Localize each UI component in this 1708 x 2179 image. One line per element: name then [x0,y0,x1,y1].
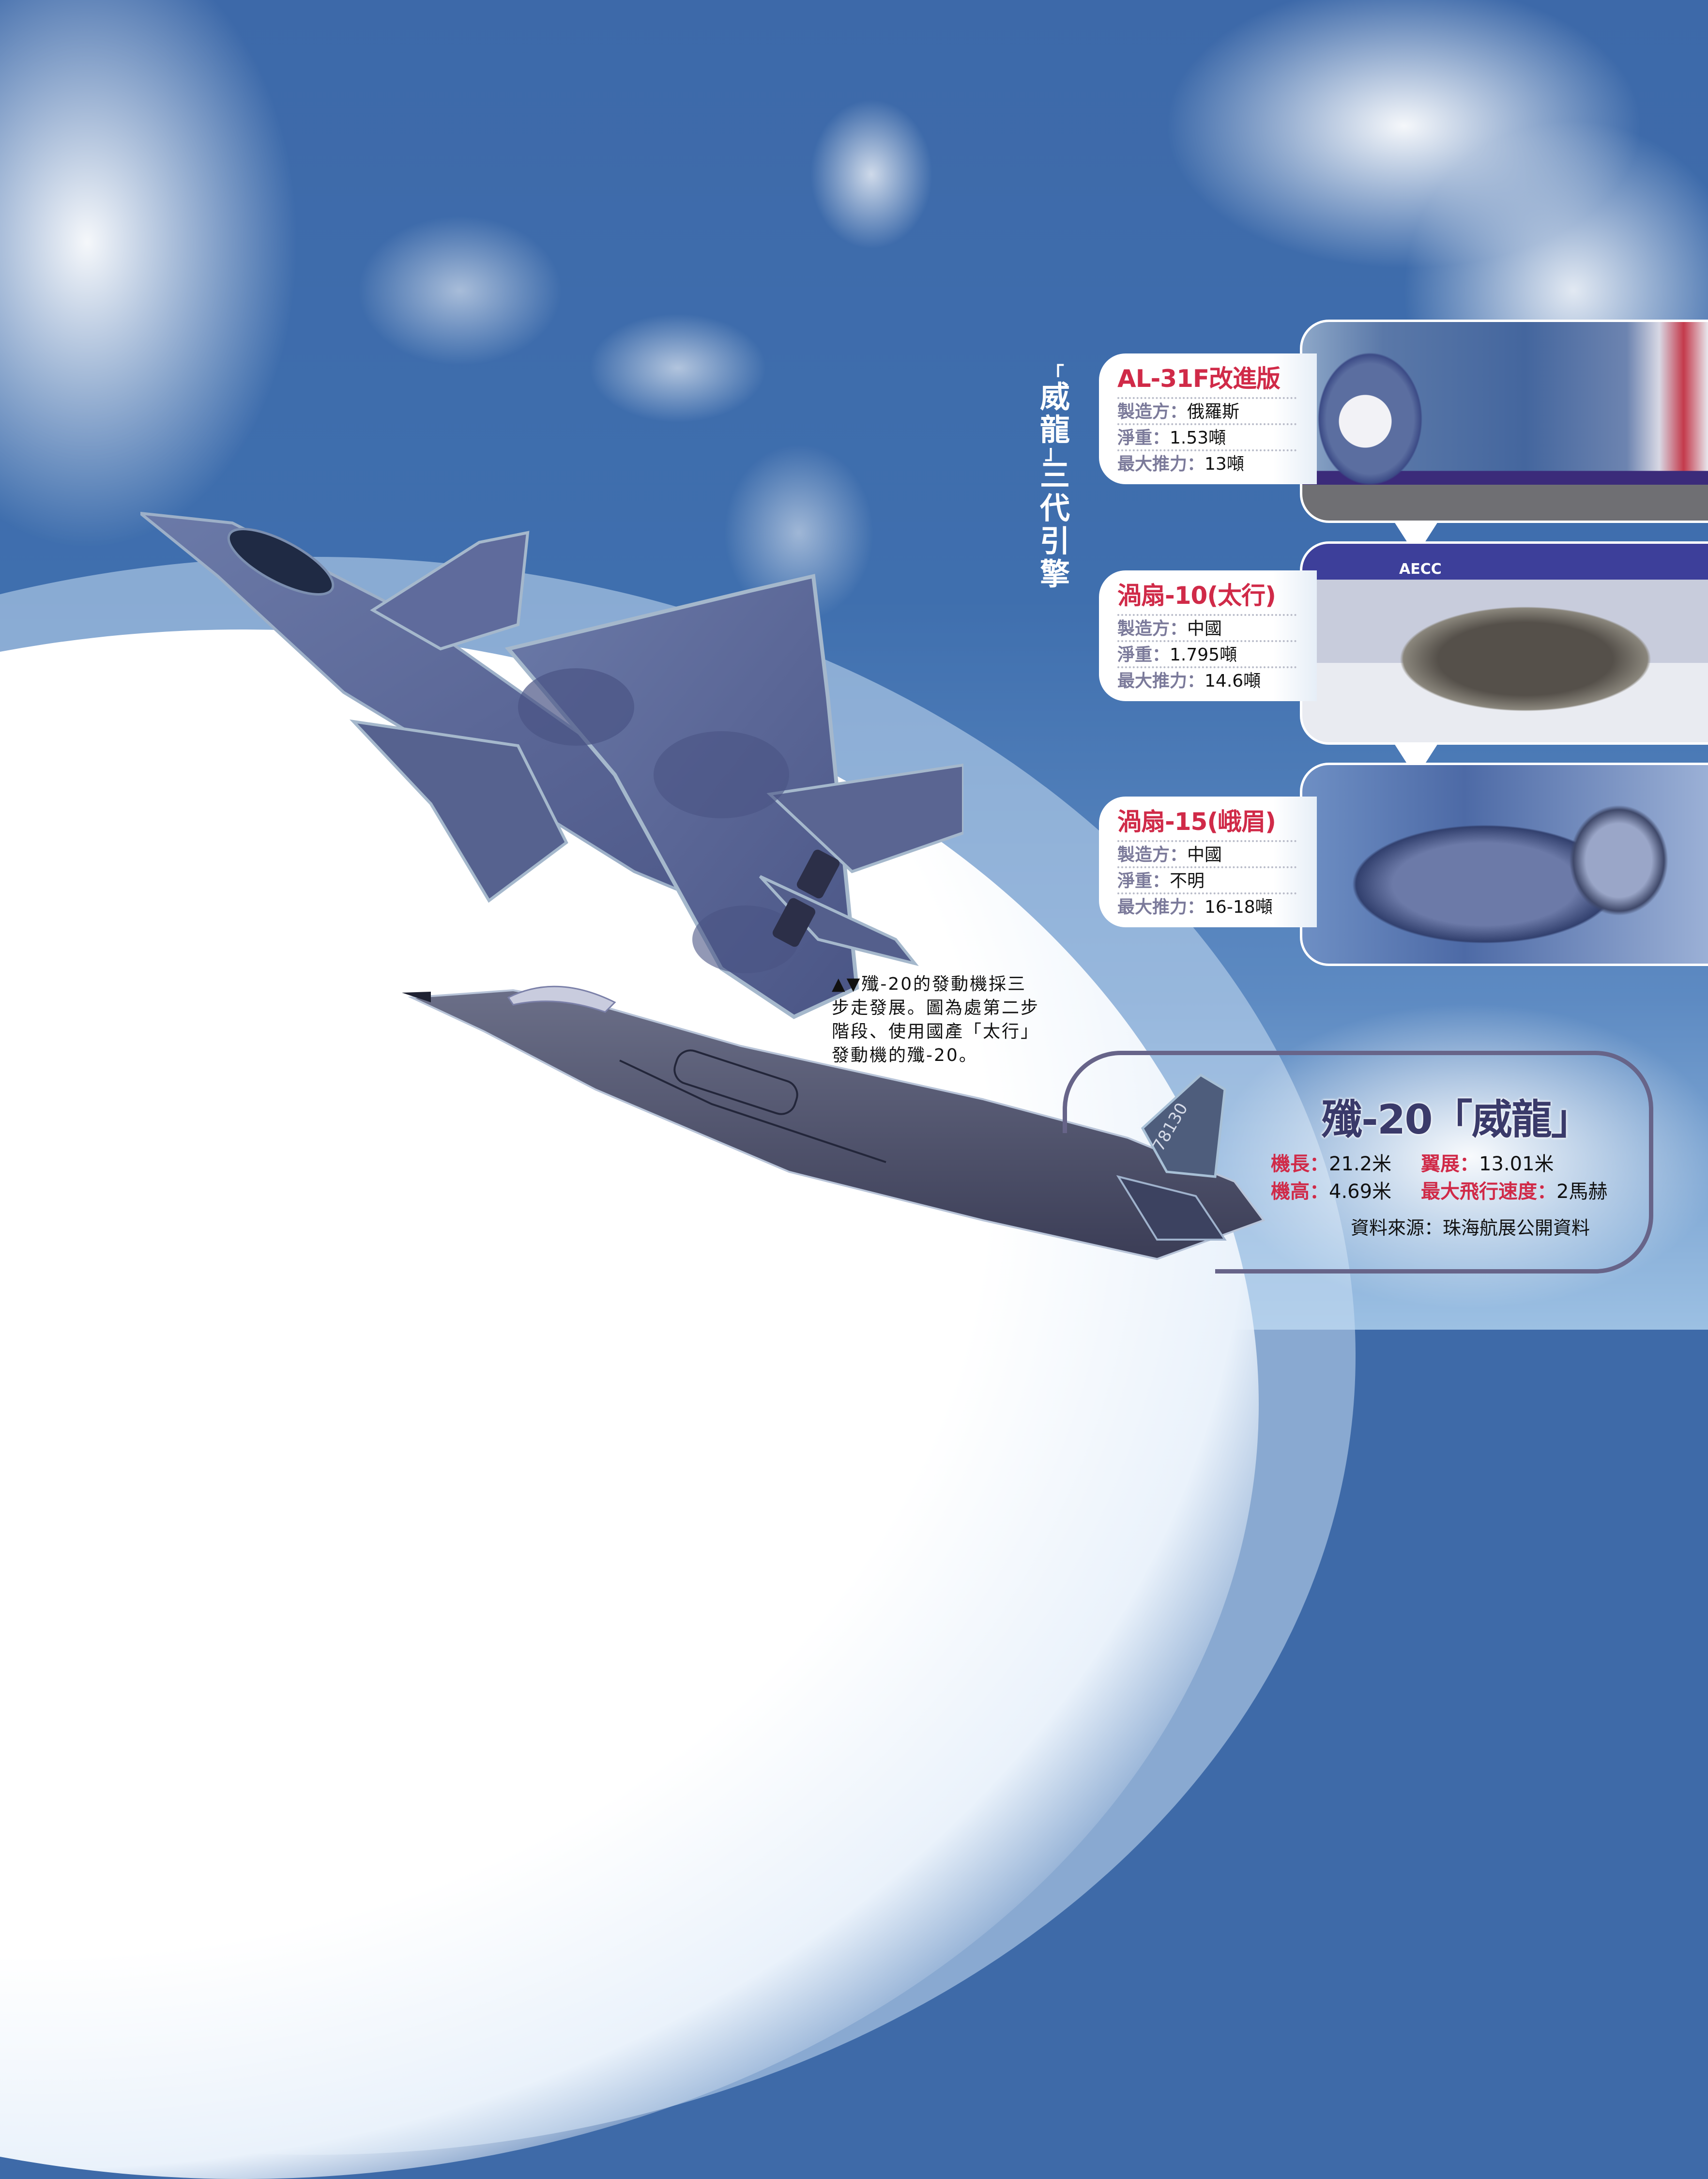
caption-line: ▲▼殲-20的發動機採三 [832,974,1027,994]
data-source-note: 資料來源：珠海航展公開資料 [1351,1217,1590,1239]
spec-row-thrust: 最大推力：13噸 [1117,449,1296,476]
ws15-engine-photo [1300,763,1708,966]
spec-row-weight: 淨重：1.53噸 [1117,423,1296,449]
spec-box-frame-top [1123,1051,1595,1055]
spec-box-frame-bottom [1215,1269,1586,1274]
title-char: 引 [1040,523,1070,559]
engine-card-ws10: AECC 渦扇-10(太行) 製造方：中國 淨重：1.795噸 最大推力：14.… [1099,541,1708,778]
j20-jet-lower-photo: 78130 [402,968,1283,1307]
spec-wingspan: 翼展：13.01米 [1421,1153,1554,1175]
spec-box-frame-right [1649,1113,1653,1210]
spec-length: 機長：21.2米 [1271,1153,1392,1175]
spec-height: 機高：4.69米 [1271,1181,1392,1203]
title-char: 威 [1040,379,1070,414]
spec-row-thrust: 最大推力：14.6噸 [1117,666,1296,692]
title-char: 代 [1040,491,1070,526]
spec-row-weight: 淨重：1.795噸 [1117,640,1296,666]
vertical-title: 「 威 龍 」 三 代 引 擎 [1040,365,1070,592]
spec-row-manufacturer: 製造方：俄羅斯 [1117,397,1296,423]
spec-row-manufacturer: 製造方：中國 [1117,840,1296,866]
spec-row-manufacturer: 製造方：中國 [1117,614,1296,640]
j20-jet-upper-photo [140,504,963,1056]
title-char: 龍 [1040,412,1070,447]
engine-info-panel: 渦扇-15(峨眉) 製造方：中國 淨重：不明 最大推力：16-18噸 [1099,797,1317,927]
engine-info-panel: AL-31F改進版 製造方：俄羅斯 淨重：1.53噸 最大推力：13噸 [1099,353,1317,484]
title-char: 三 [1040,458,1070,493]
engine-card-ws15: 渦扇-15(峨眉) 製造方：中國 淨重：不明 最大推力：16-18噸 [1099,763,1708,971]
engine-name: 渦扇-10(太行) [1117,582,1276,610]
caption-line: 階段、使用國產「太行」 [832,1022,1040,1042]
caption-line: 發動機的殲-20。 [832,1045,978,1065]
engine-name: AL-31F改進版 [1117,365,1281,393]
spec-row-weight: 淨重：不明 [1117,866,1296,892]
caption-line: 步走發展。圖為處第二步 [832,998,1040,1018]
engine-info-panel: 渦扇-10(太行) 製造方：中國 淨重：1.795噸 最大推力：14.6噸 [1099,570,1317,701]
aecc-sign: AECC [1399,561,1442,578]
j20-title: 殲-20「威龍」 [1322,1096,1592,1143]
engine-card-al31f: AL-31F改進版 製造方：俄羅斯 淨重：1.53噸 最大推力：13噸 [1099,320,1708,556]
title-char: 擎 [1040,556,1070,592]
ws10-engine-photo: AECC [1300,541,1708,745]
engine-name: 渦扇-15(峨眉) [1117,808,1276,836]
spec-row-thrust: 最大推力：16-18噸 [1117,892,1296,919]
al31f-engine-photo [1300,320,1708,523]
photo-caption: ▲▼殲-20的發動機採三 步走發展。圖為處第二步 階段、使用國產「太行」 發動機… [832,972,1083,1067]
spec-max-speed: 最大飛行速度：2馬赫 [1421,1181,1608,1203]
